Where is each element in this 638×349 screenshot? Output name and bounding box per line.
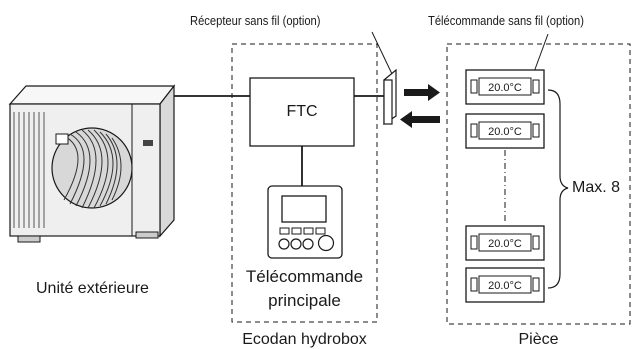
main-remote-label-line2: principale bbox=[268, 291, 341, 310]
wireless-receiver-label: Récepteur sans fil (option) bbox=[190, 13, 321, 28]
ftc-label: FTC bbox=[286, 103, 318, 120]
receiver-leader-line bbox=[371, 31, 393, 75]
grouping-brace bbox=[547, 89, 569, 289]
fan-grille bbox=[51, 127, 133, 209]
max-count-label: Max. 8 bbox=[572, 179, 621, 196]
outdoor-unit-label: Unité extérieure bbox=[36, 280, 149, 297]
hydrobox-boundary bbox=[231, 43, 378, 323]
hydrobox-label: Ecodan hydrobox bbox=[242, 331, 367, 348]
room-boundary bbox=[446, 43, 631, 325]
thermostat-temperature: 20.0°C bbox=[488, 280, 522, 292]
main-remote-label-line1: Télécommande bbox=[245, 267, 364, 286]
signal-arrow-in bbox=[400, 111, 440, 128]
thermostat-temperature: 20.0°C bbox=[488, 126, 522, 138]
thermostat-screen bbox=[478, 121, 532, 140]
outdoor-unit-illustration bbox=[8, 84, 176, 243]
thermostat-screen bbox=[478, 233, 532, 252]
ftc-box bbox=[249, 77, 355, 147]
thermostat-temperature: 20.0°C bbox=[488, 238, 522, 250]
wireless-receiver bbox=[383, 68, 397, 126]
remote-screen bbox=[281, 195, 327, 223]
main-remote-controller bbox=[267, 185, 343, 259]
wireless-remote-leader-line bbox=[533, 33, 549, 73]
thermostat-screen bbox=[478, 275, 532, 294]
wireless-remote-label: Télécommande sans fil (option) bbox=[428, 13, 584, 28]
signal-arrow-out bbox=[404, 84, 440, 101]
thermostat-temperature: 20.0°C bbox=[488, 82, 522, 94]
thermostat-screen bbox=[478, 77, 532, 96]
room-label: Pièce bbox=[518, 331, 559, 348]
